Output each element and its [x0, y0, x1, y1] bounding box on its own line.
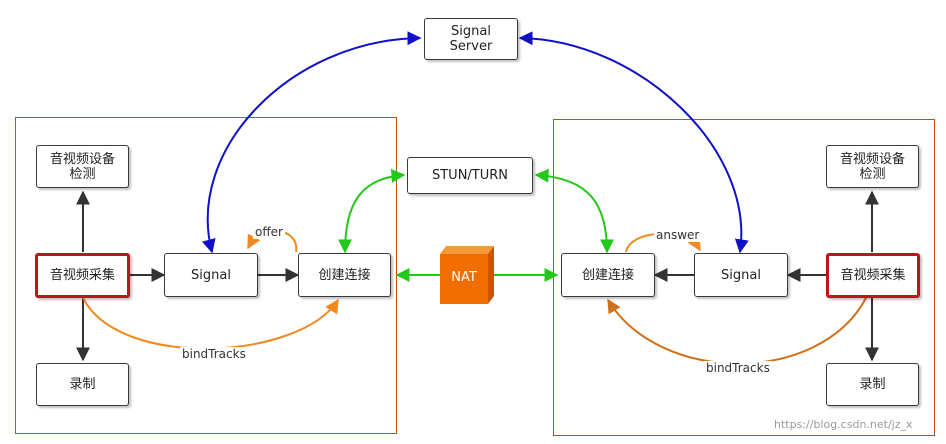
signal-server-node: Signal Server [424, 18, 518, 60]
right-stun-link [534, 168, 614, 254]
right-device-detect-node: 音视频设备 检测 [826, 145, 919, 188]
stun-turn-node: STUN/TURN [407, 157, 533, 194]
watermark: https://blog.csdn.net/jz_x [774, 418, 913, 431]
right-signal-node: Signal [694, 253, 788, 297]
left-capture-node: 音视频采集 [35, 253, 130, 298]
right-signal-server-link [518, 31, 749, 254]
left-signal-server-link [202, 31, 422, 254]
right-connect-node: 创建连接 [561, 253, 655, 297]
right-bindtracks-curve [607, 297, 867, 365]
left-record-node: 录制 [36, 363, 129, 406]
right-bindtracks-label: bindTracks [704, 361, 772, 375]
right-record-node: 录制 [826, 363, 919, 406]
offer-label: offer [253, 225, 285, 239]
right-capture-node: 音视频采集 [826, 253, 920, 298]
left-bindtracks-label: bindTracks [180, 347, 248, 361]
left-connect-node: 创建连接 [298, 253, 391, 297]
nat-label: NAT [451, 270, 477, 285]
answer-label: answer [654, 228, 702, 242]
nat-block [440, 246, 494, 304]
left-signal-node: Signal [164, 253, 258, 297]
left-device-detect-node: 音视频设备 检测 [36, 145, 129, 188]
left-bindtracks-curve [82, 297, 339, 350]
left-stun-link [338, 168, 406, 254]
